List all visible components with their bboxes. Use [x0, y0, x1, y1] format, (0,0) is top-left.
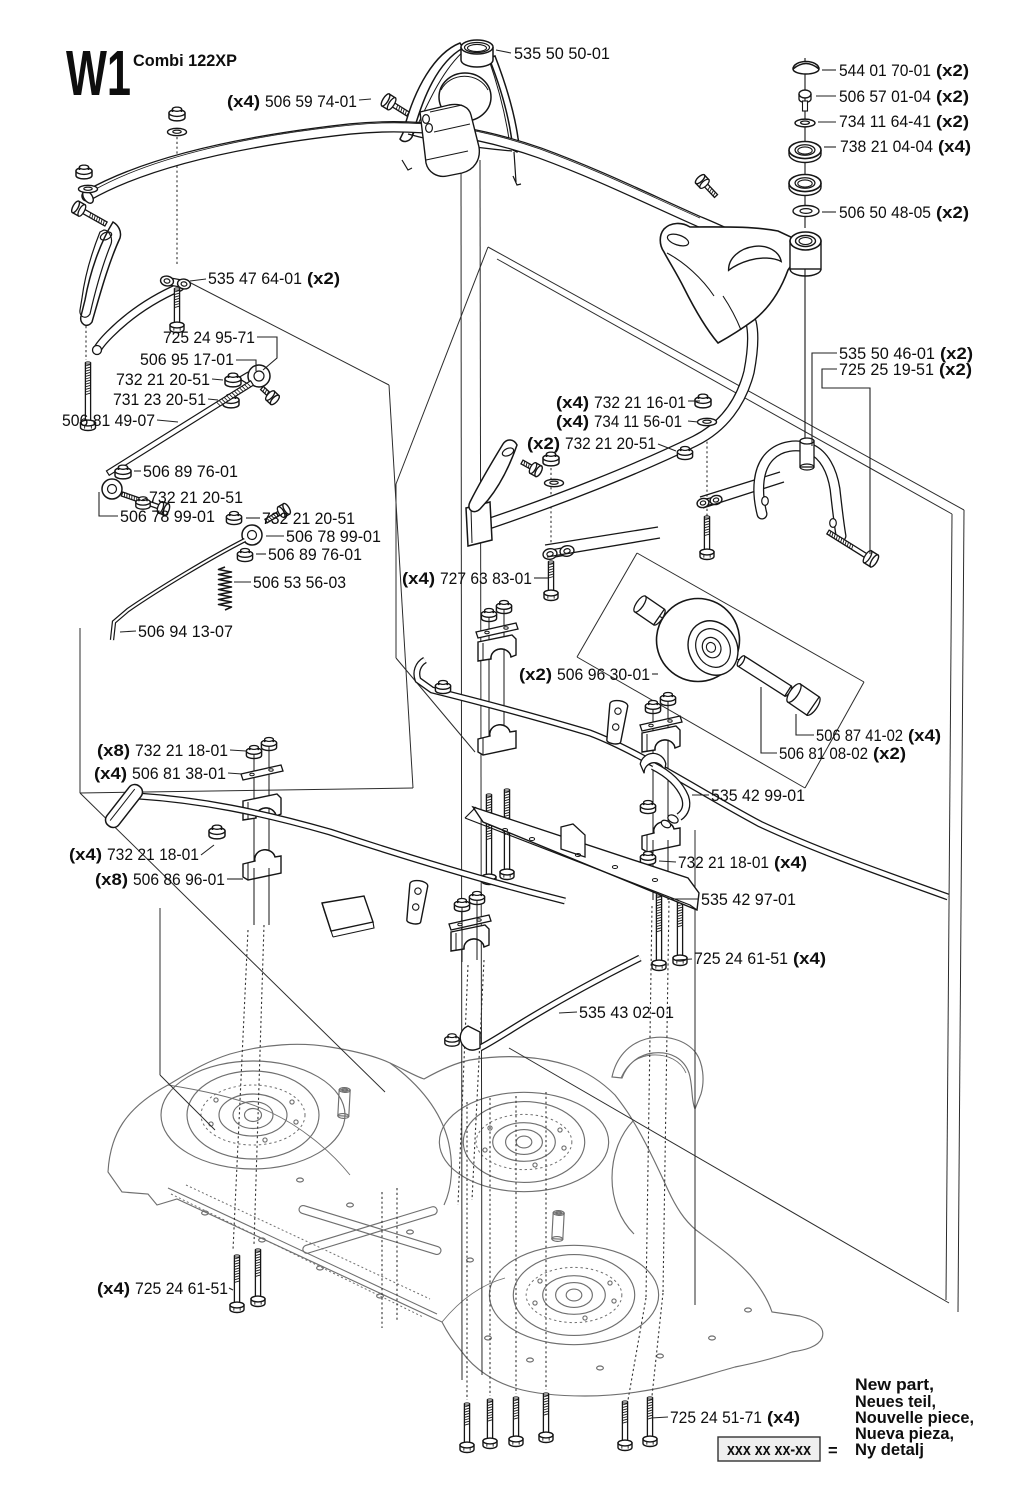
svg-text:732 21 18-01: 732 21 18-01 [678, 854, 769, 872]
svg-text:(x4): (x4) [69, 846, 102, 864]
svg-text:725 24 51-71: 725 24 51-71 [670, 1409, 762, 1427]
svg-text:544 01 70-01: 544 01 70-01 [839, 62, 931, 80]
svg-text:Nouvelle piece,: Nouvelle piece, [855, 1409, 974, 1427]
svg-text:(x8): (x8) [95, 871, 128, 889]
svg-text:506 86 96-01: 506 86 96-01 [133, 871, 225, 889]
svg-text:725 25 19-51: 725 25 19-51 [839, 361, 934, 379]
svg-text:(x2): (x2) [519, 666, 552, 684]
svg-text:506 81 49-07: 506 81 49-07 [62, 412, 155, 430]
svg-text:727 63 83-01: 727 63 83-01 [440, 570, 532, 588]
svg-text:Neues teil,: Neues teil, [855, 1393, 936, 1411]
svg-text:506 53 56-03: 506 53 56-03 [253, 574, 346, 592]
svg-text:(x4): (x4) [774, 854, 807, 872]
svg-text:506 94 13-07: 506 94 13-07 [138, 623, 233, 641]
svg-text:506 78 99-01: 506 78 99-01 [286, 528, 381, 546]
svg-text:731 23 20-51: 731 23 20-51 [113, 391, 206, 409]
svg-text:New part,: New part, [855, 1376, 934, 1394]
svg-text:(x4): (x4) [793, 950, 826, 968]
svg-text:732 21 18-01: 732 21 18-01 [135, 742, 228, 760]
svg-text:732 21 20-51: 732 21 20-51 [262, 510, 355, 528]
svg-text:506 59 74-01: 506 59 74-01 [265, 93, 357, 111]
svg-text:506 57 01-04: 506 57 01-04 [839, 88, 931, 106]
svg-text:(x4): (x4) [908, 727, 941, 745]
svg-text:(x2): (x2) [939, 361, 972, 379]
svg-text:(x4): (x4) [94, 765, 127, 783]
svg-text:506 95 17-01: 506 95 17-01 [140, 351, 234, 369]
svg-text:535 50 46-01: 535 50 46-01 [839, 345, 935, 363]
svg-text:506 78 99-01: 506 78 99-01 [120, 508, 215, 526]
svg-text:(x4): (x4) [938, 138, 971, 156]
svg-text:734 11 56-01: 734 11 56-01 [594, 413, 682, 431]
svg-text:506 81 08-02: 506 81 08-02 [779, 745, 868, 763]
svg-text:Ny detalj: Ny detalj [855, 1441, 924, 1459]
svg-text:(x2): (x2) [940, 345, 973, 363]
svg-text:(x2): (x2) [936, 62, 969, 80]
svg-text:506 87 41-02: 506 87 41-02 [816, 727, 903, 745]
svg-text:(x2): (x2) [307, 270, 340, 288]
svg-text:535 42 99-01: 535 42 99-01 [711, 787, 805, 805]
svg-text:535 43 02-01: 535 43 02-01 [579, 1004, 674, 1022]
svg-text:(x4): (x4) [227, 93, 260, 111]
svg-text:(x2): (x2) [527, 435, 560, 453]
svg-text:732 21 20-51: 732 21 20-51 [149, 489, 243, 507]
svg-text:(x2): (x2) [873, 745, 906, 763]
svg-text:734 11 64-41: 734 11 64-41 [839, 113, 931, 131]
svg-text:732 21 20-51: 732 21 20-51 [116, 371, 210, 389]
svg-text:506 81 38-01: 506 81 38-01 [132, 765, 226, 783]
svg-text:738 21 04-04: 738 21 04-04 [840, 138, 933, 156]
svg-text:(x4): (x4) [556, 394, 589, 412]
svg-text:506 50 48-05: 506 50 48-05 [839, 204, 931, 222]
svg-text:725 24 95-71: 725 24 95-71 [163, 329, 255, 347]
svg-text:(x2): (x2) [936, 88, 969, 106]
svg-text:725 24 61-51: 725 24 61-51 [135, 1280, 228, 1298]
svg-text:(x4): (x4) [97, 1280, 130, 1298]
svg-text:506 89 76-01: 506 89 76-01 [143, 463, 238, 481]
svg-text:732 21 16-01: 732 21 16-01 [594, 394, 686, 412]
svg-text:xxx xx xx-xx: xxx xx xx-xx [727, 1441, 812, 1459]
svg-text:732 21 18-01: 732 21 18-01 [107, 846, 199, 864]
svg-text:(x4): (x4) [402, 570, 435, 588]
svg-text:506 96 30-01: 506 96 30-01 [557, 666, 650, 684]
svg-text:Combi 122XP: Combi 122XP [133, 51, 237, 70]
svg-text:535 42 97-01: 535 42 97-01 [701, 891, 796, 909]
svg-text:(x8): (x8) [97, 742, 130, 760]
svg-text:(x2): (x2) [936, 113, 969, 131]
svg-text:=: = [828, 1442, 838, 1460]
svg-text:Nueva pieza,: Nueva pieza, [855, 1425, 954, 1443]
svg-text:(x4): (x4) [556, 413, 589, 431]
svg-text:732 21 20-51: 732 21 20-51 [565, 435, 656, 453]
svg-text:535 50 50-01: 535 50 50-01 [514, 45, 610, 63]
svg-text:506 89 76-01: 506 89 76-01 [268, 546, 362, 564]
svg-text:(x2): (x2) [936, 204, 969, 222]
svg-text:(x4): (x4) [767, 1409, 800, 1427]
svg-text:W1: W1 [66, 37, 131, 109]
svg-text:725 24 61-51: 725 24 61-51 [694, 950, 788, 968]
svg-text:535 47 64-01: 535 47 64-01 [208, 270, 302, 288]
